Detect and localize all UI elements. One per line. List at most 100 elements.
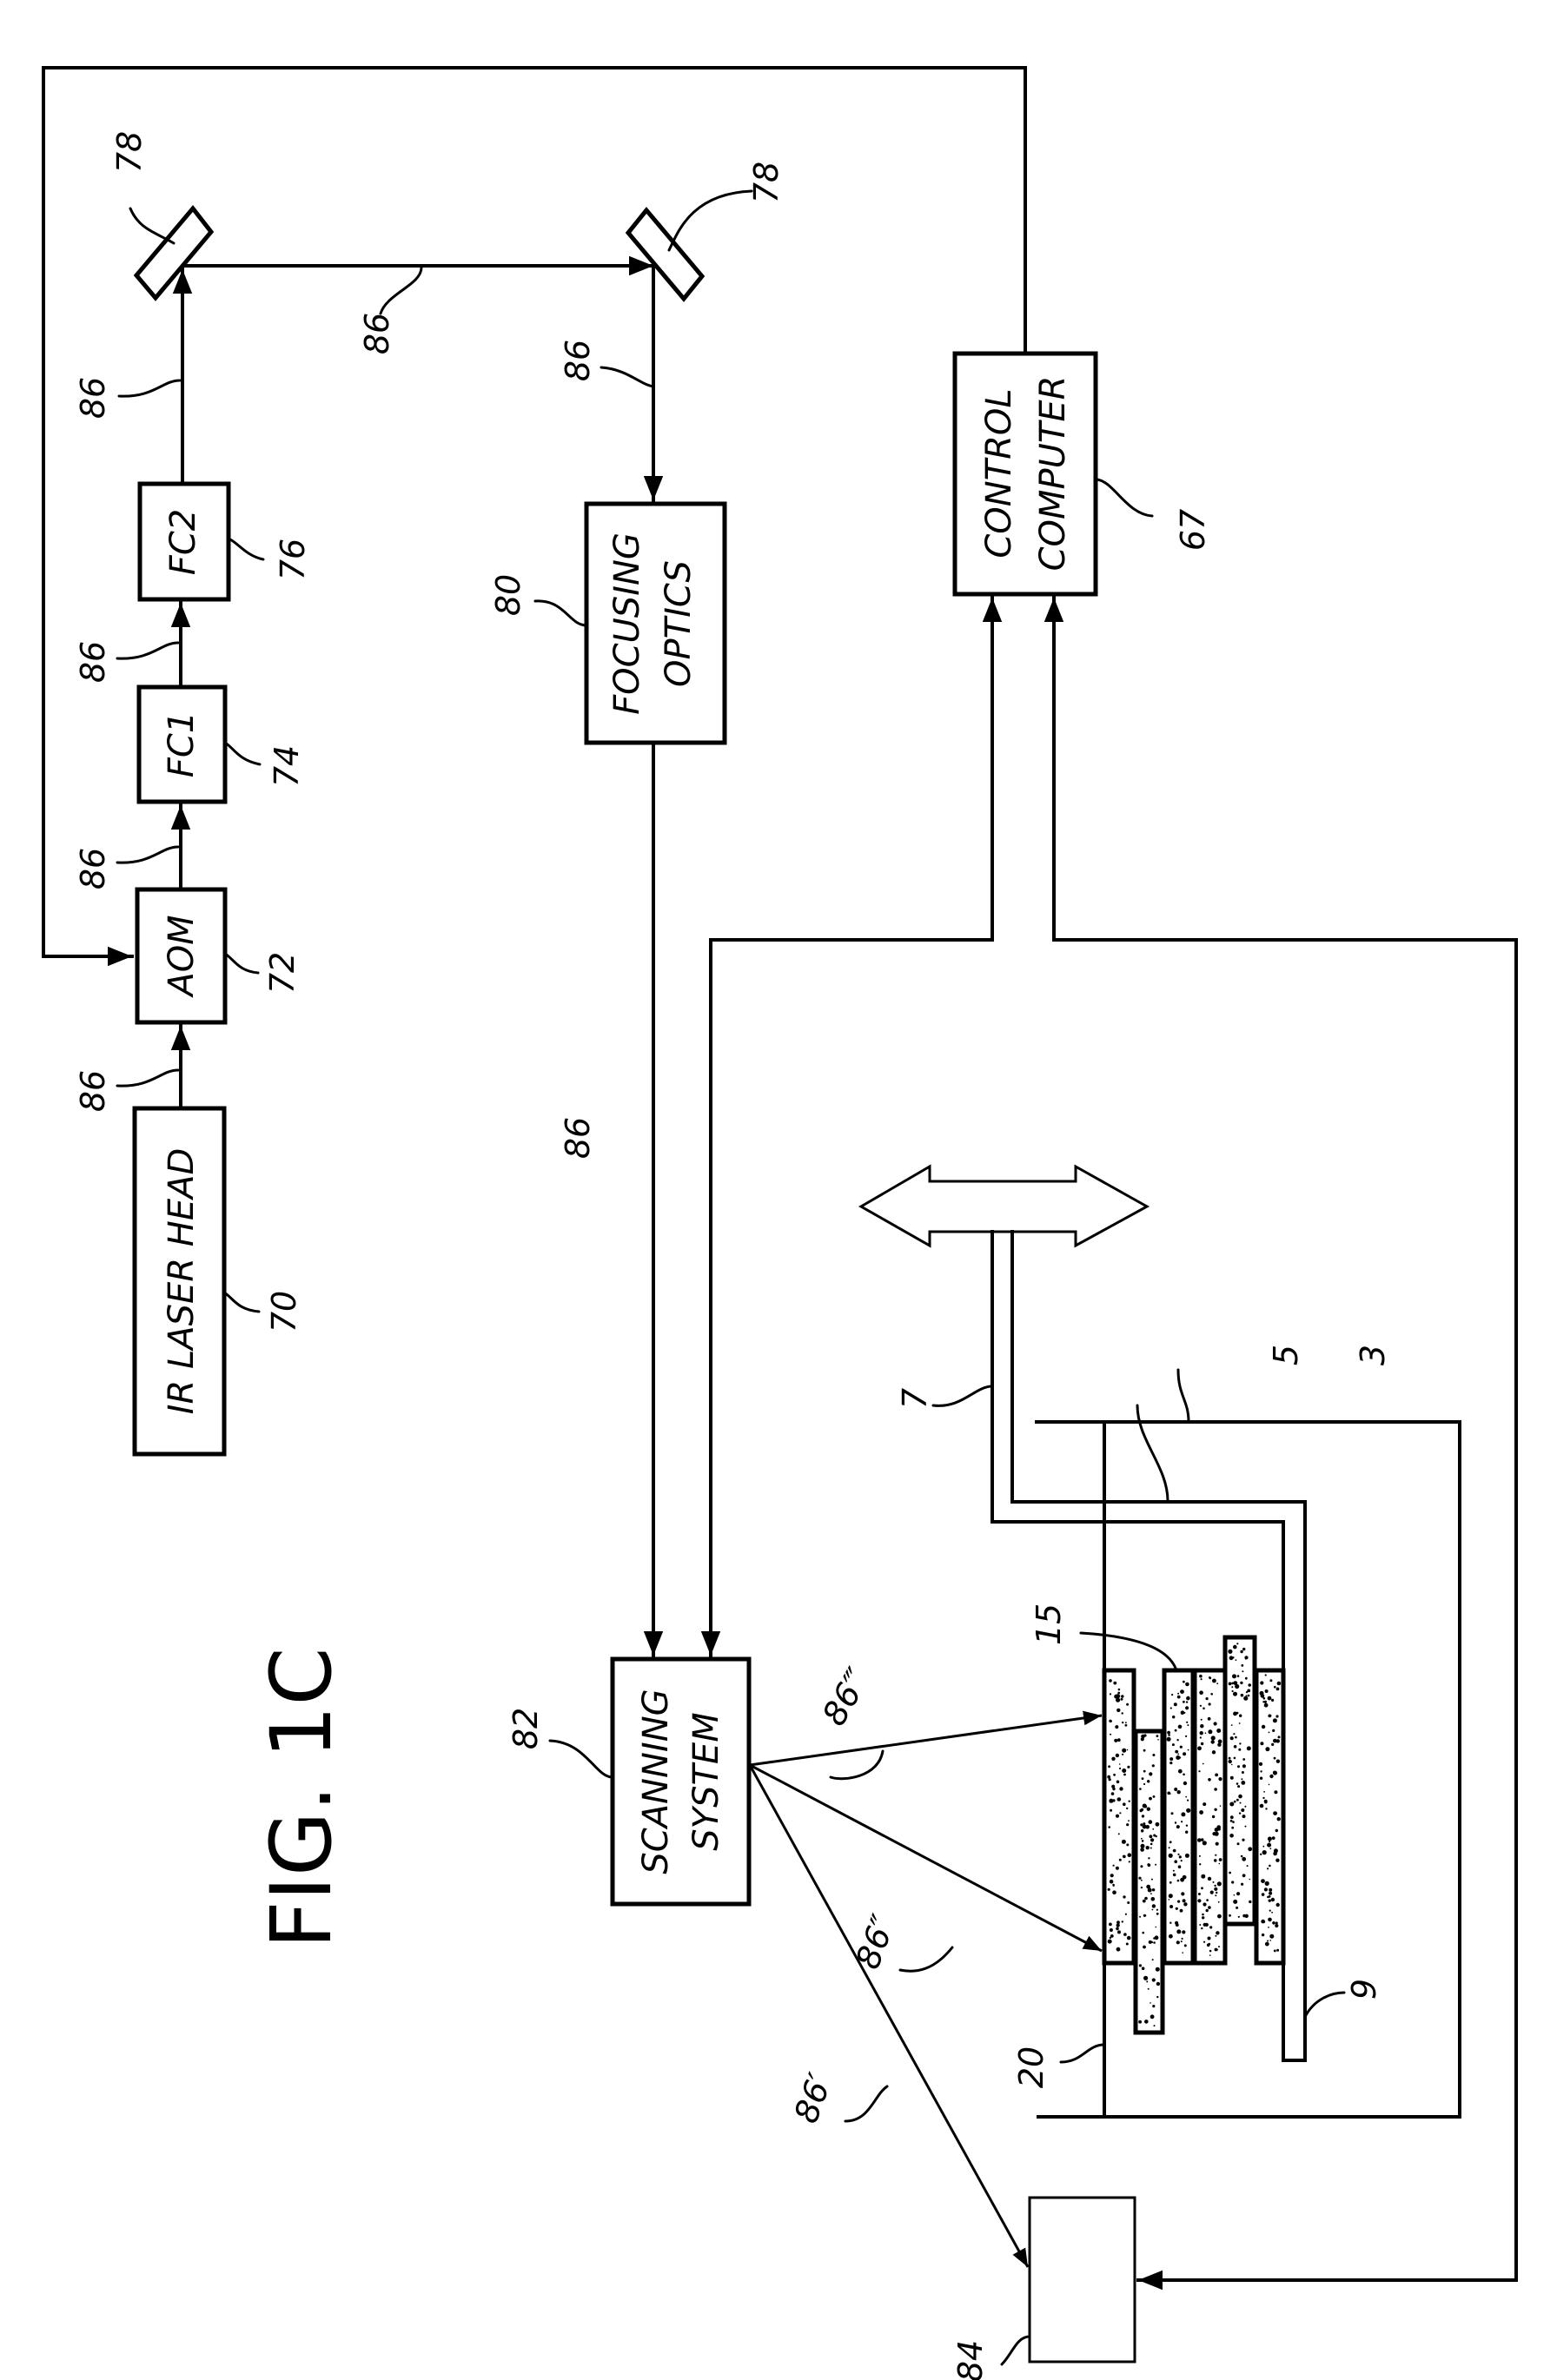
- powder-speck: [1260, 1742, 1263, 1745]
- powder-speck: [1126, 1943, 1129, 1946]
- powder-speck: [1173, 1850, 1175, 1852]
- powder-speck: [1125, 1914, 1127, 1915]
- powder-speck: [1150, 1835, 1153, 1838]
- powder-speck: [1229, 1757, 1231, 1760]
- powder-speck: [1236, 1799, 1239, 1802]
- powder-speck: [1234, 1745, 1237, 1749]
- powder-speck: [1201, 1887, 1203, 1889]
- powder-speck: [1152, 1909, 1154, 1911]
- powder-speck: [1115, 1725, 1118, 1729]
- leader-lines: [117, 191, 1344, 2364]
- ref-76: 76: [274, 539, 312, 580]
- powder-speck: [1265, 1689, 1269, 1693]
- powder-speck: [1169, 1934, 1173, 1939]
- powder-speck: [1242, 1670, 1243, 1672]
- powder-speck: [1108, 1940, 1112, 1944]
- powder-speck: [1182, 1952, 1183, 1954]
- double-headed-arrow-icon: [861, 1167, 1147, 1246]
- powder-speck: [1232, 1674, 1236, 1678]
- powder-speck: [1231, 1686, 1233, 1688]
- powder-speck: [1119, 1763, 1121, 1765]
- powder-speck: [1278, 1735, 1281, 1738]
- powder-speck: [1186, 1722, 1188, 1723]
- powder-speck: [1183, 1701, 1185, 1703]
- powder-speck: [1183, 1782, 1187, 1785]
- powder-speck: [1167, 1731, 1170, 1735]
- powder-speck: [1266, 1881, 1269, 1884]
- powder-speck: [1127, 1749, 1129, 1751]
- powder-speck: [1201, 1874, 1205, 1879]
- powder-speck: [1262, 1725, 1265, 1729]
- fc2-block: FC2: [140, 484, 229, 599]
- powder-speck: [1269, 1732, 1270, 1734]
- powder-speck: [1183, 1899, 1186, 1902]
- powder-speck: [1208, 1877, 1211, 1881]
- powder-speck: [1269, 1865, 1271, 1868]
- powder-speck: [1177, 1790, 1181, 1794]
- powder-speck: [1237, 1675, 1240, 1677]
- powder-speck: [1203, 1902, 1206, 1906]
- powder-speck: [1267, 1868, 1269, 1869]
- powder-speck: [1156, 1735, 1159, 1737]
- laser-head-label: IR LASER HEAD: [162, 1148, 202, 1415]
- powder-speck: [1152, 1904, 1156, 1907]
- powder-speck: [1150, 1893, 1152, 1894]
- powder-speck: [1230, 1820, 1233, 1822]
- powder-speck: [1260, 1681, 1263, 1684]
- powder-speck: [1268, 1696, 1272, 1701]
- powder-speck: [1177, 1696, 1181, 1699]
- powder-speck: [1149, 1820, 1153, 1824]
- powder-speck: [1116, 1781, 1120, 1784]
- powder-speck: [1143, 1734, 1146, 1736]
- powder-speck: [1141, 1808, 1143, 1811]
- ref-74: 74: [268, 745, 306, 787]
- powder-speck: [1202, 1914, 1204, 1916]
- powder-speck: [1146, 1980, 1148, 1982]
- mirror-1: [136, 208, 211, 298]
- powder-speck: [1128, 1820, 1130, 1821]
- scanning-system-label-line1: SCANNING: [636, 1689, 676, 1874]
- powder-speck: [1108, 1765, 1110, 1768]
- powder-speck: [1240, 1802, 1242, 1804]
- powder-speck: [1231, 1827, 1234, 1829]
- powder-speck: [1268, 1918, 1272, 1922]
- powder-speck: [1233, 1645, 1237, 1649]
- powder-speck: [1236, 1659, 1237, 1661]
- powder-speck: [1176, 1739, 1178, 1741]
- powder-speck: [1123, 1933, 1127, 1936]
- powder-speck: [1169, 1847, 1170, 1848]
- powder-speck: [1152, 1764, 1155, 1767]
- powder-speck: [1269, 1848, 1271, 1849]
- powder-speck: [1241, 1855, 1243, 1858]
- powder-speck: [1116, 1709, 1120, 1712]
- powder-speck: [1172, 1716, 1175, 1718]
- powder-speck: [1185, 1683, 1189, 1687]
- control-computer-label-line1: CONTROL: [979, 388, 1019, 558]
- powder-speck: [1119, 1787, 1123, 1790]
- powder-speck: [1127, 1766, 1130, 1768]
- powder-speck: [1110, 1734, 1111, 1735]
- powder-speck: [1176, 1755, 1180, 1760]
- powder-speck: [1237, 1785, 1240, 1788]
- powder-speck: [1169, 1757, 1173, 1761]
- powder-speck: [1139, 1916, 1141, 1918]
- powder-speck: [1198, 1893, 1201, 1895]
- powder-speck: [1245, 1826, 1247, 1828]
- ref-9: 9: [1345, 1979, 1383, 2000]
- ref-5: 5: [1267, 1345, 1305, 1365]
- powder-speck: [1203, 1802, 1206, 1806]
- powder-speck: [1234, 1894, 1236, 1896]
- powder-speck: [1269, 1892, 1272, 1895]
- powder-speck: [1218, 1777, 1222, 1781]
- powder-speck: [1167, 1737, 1171, 1742]
- powder-speck: [1177, 1693, 1179, 1695]
- powder-speck: [1244, 1656, 1248, 1659]
- powder-speck: [1117, 1738, 1121, 1742]
- powder-speck: [1169, 1881, 1172, 1884]
- powder-speck: [1123, 1895, 1125, 1898]
- powder-speck: [1147, 1808, 1150, 1811]
- powder-speck: [1269, 1940, 1271, 1941]
- powder-speck: [1260, 1777, 1262, 1780]
- powder-speck: [1216, 1729, 1221, 1733]
- focusing-optics-block: FOCUSING OPTICS: [586, 504, 725, 743]
